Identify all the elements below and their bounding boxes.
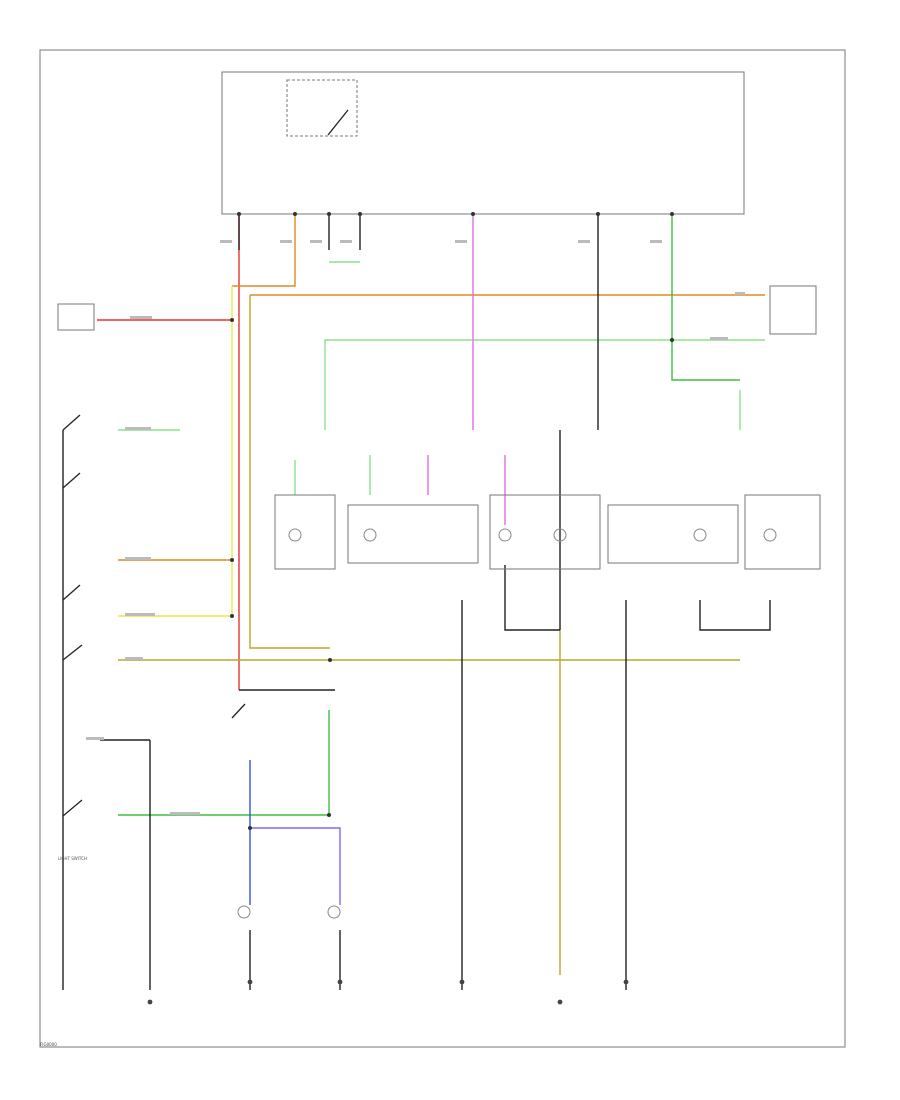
yellow-wire xyxy=(118,286,233,617)
lamp-bulbs xyxy=(237,528,777,919)
olive-wire xyxy=(118,295,740,975)
ground-symbols xyxy=(147,979,629,1005)
splice-dots xyxy=(230,212,674,830)
wire-tags xyxy=(86,240,745,815)
orange-wire xyxy=(118,214,765,561)
pink-wire xyxy=(427,214,506,525)
black-wires xyxy=(62,214,771,990)
instrument-cluster-box xyxy=(769,285,817,335)
figure-code: FIG0000 xyxy=(40,1042,57,1047)
green-wire xyxy=(118,214,740,816)
light-switch-caption: LIGHT SWITCH xyxy=(58,856,87,861)
relay-contact xyxy=(327,109,349,136)
switch-relay xyxy=(286,79,358,137)
red-wire xyxy=(97,214,240,690)
diagram-frame xyxy=(39,49,846,1048)
light-green-wire xyxy=(118,261,765,495)
fuse-box xyxy=(221,71,745,215)
blue-wire xyxy=(249,760,341,905)
warning-light-box xyxy=(57,303,95,331)
left-switches xyxy=(62,414,246,817)
lamp-housings xyxy=(274,494,821,570)
